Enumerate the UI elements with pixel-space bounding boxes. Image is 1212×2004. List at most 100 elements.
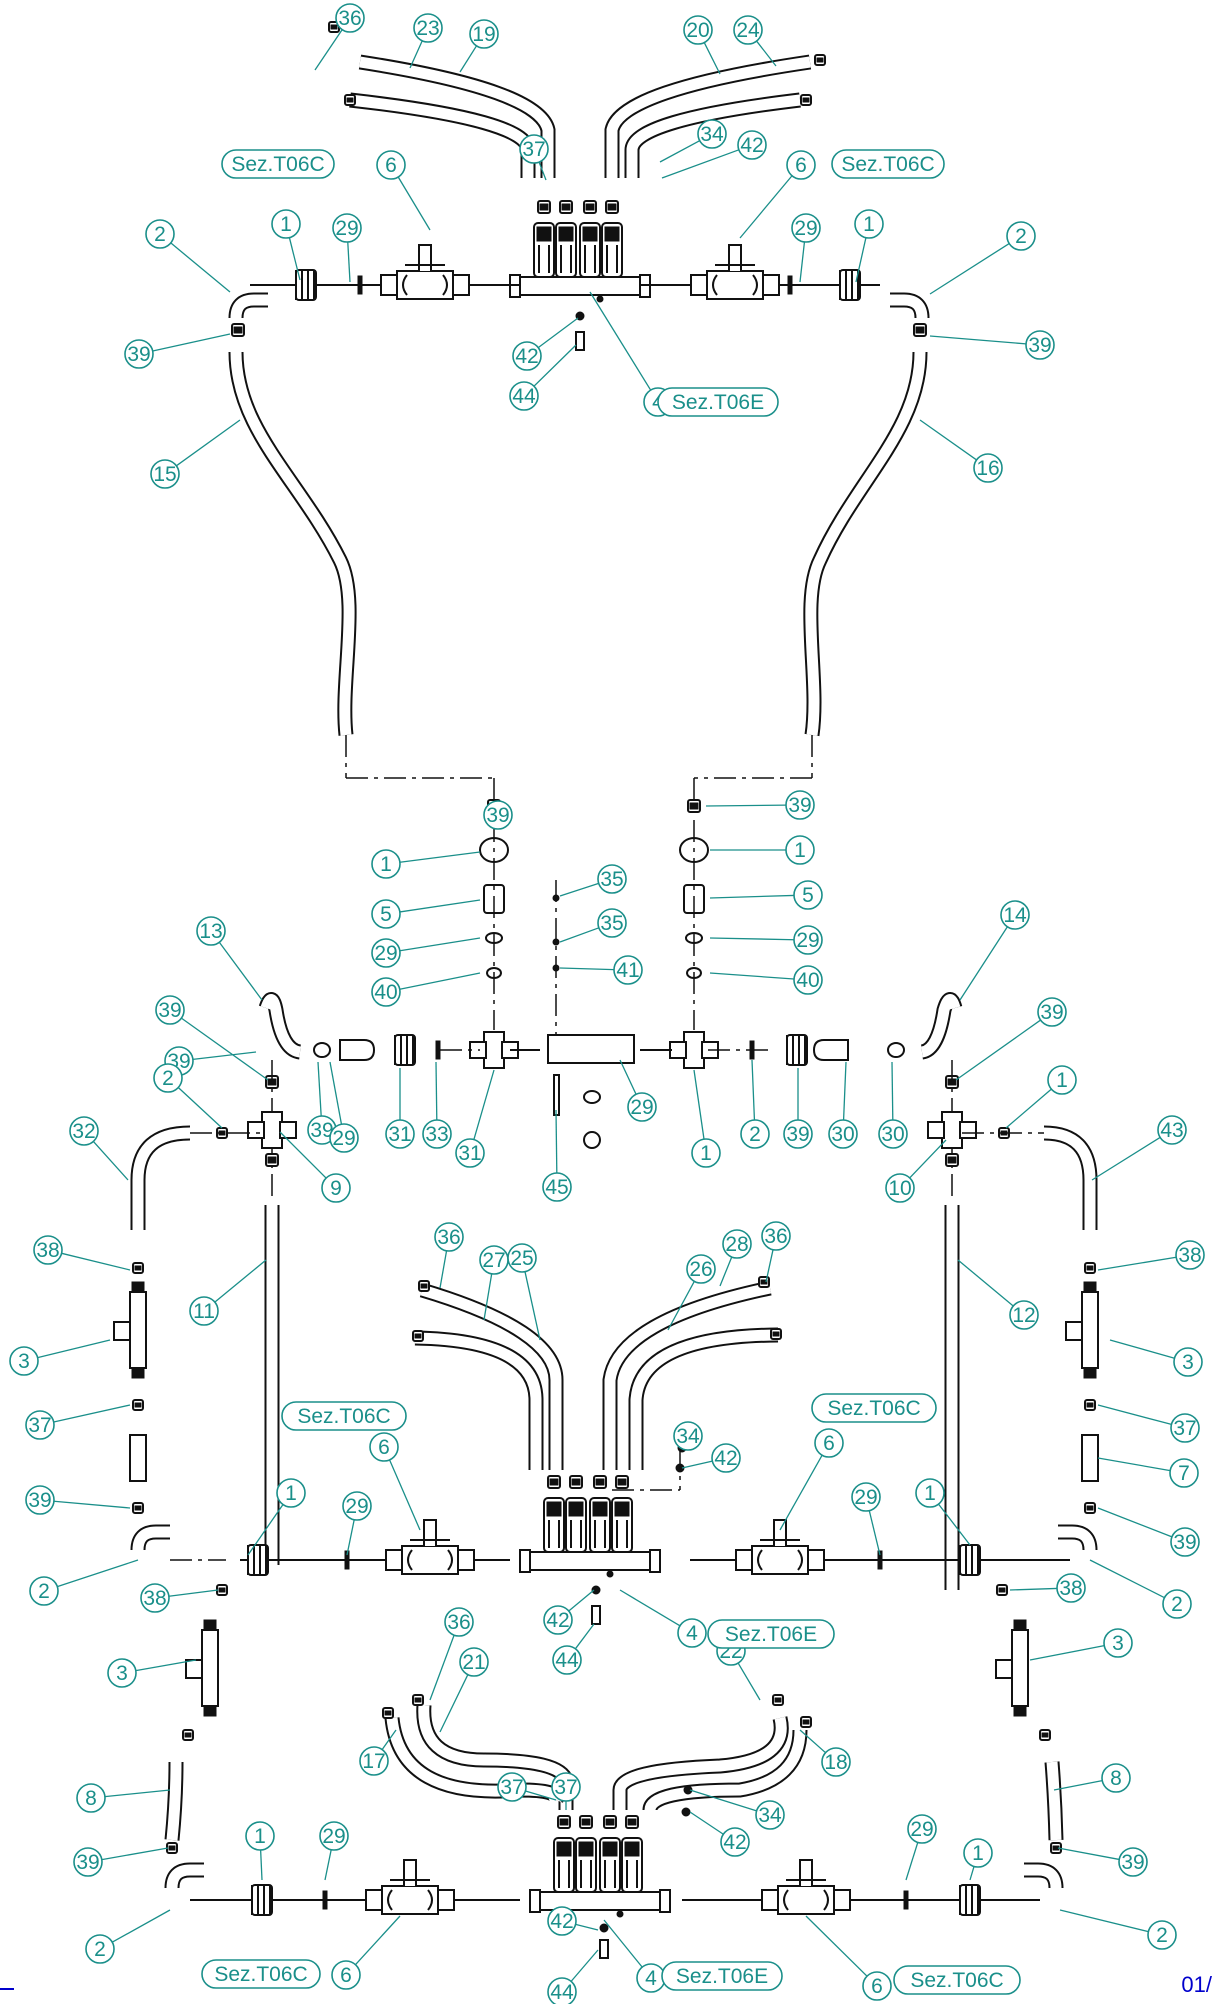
hose-inner xyxy=(230,351,355,736)
hose-inner xyxy=(420,1284,562,1470)
callout-balloon xyxy=(785,790,815,820)
callout-number: 43 xyxy=(1160,1119,1183,1142)
callout-balloon xyxy=(686,1254,716,1284)
ball xyxy=(596,295,604,303)
callout-balloon xyxy=(145,219,175,249)
callout-balloon xyxy=(321,1173,351,1203)
nut-fill xyxy=(218,1587,226,1593)
valve-end xyxy=(457,1549,475,1571)
callout-number: 12 xyxy=(1012,1304,1035,1327)
callout-leader xyxy=(314,29,343,71)
callout-leader xyxy=(555,1109,558,1174)
nut-fill xyxy=(1086,1402,1094,1408)
callout-number: 4 xyxy=(645,1967,657,1990)
nozzle xyxy=(812,1039,849,1061)
ball xyxy=(681,1807,691,1817)
hose-inner xyxy=(920,994,961,1058)
drawing-geometry xyxy=(113,21,1099,1959)
callout-leader xyxy=(909,1139,947,1179)
solenoid-cap xyxy=(604,226,620,242)
gasket xyxy=(903,1890,909,1910)
elbow-inner xyxy=(166,1864,204,1889)
callout-balloon xyxy=(483,800,513,830)
callout-number: 6 xyxy=(378,1436,390,1459)
callout-balloon xyxy=(791,213,821,243)
nut-fill xyxy=(168,1845,176,1851)
callout-balloon xyxy=(963,1838,993,1868)
callout-number: 42 xyxy=(723,1831,746,1854)
valve-stem xyxy=(418,244,432,271)
callout-balloon xyxy=(385,1119,415,1149)
callout-number: 44 xyxy=(550,1981,574,2004)
solenoid-cap xyxy=(568,1501,584,1517)
elbow-inner xyxy=(132,1526,170,1551)
callout-number: 42 xyxy=(550,1910,573,1933)
callout-leader xyxy=(101,1847,169,1861)
nut-fill xyxy=(772,1331,780,1337)
callout-balloon xyxy=(335,3,365,33)
callout-balloon xyxy=(785,835,815,865)
callout-leader xyxy=(92,1140,129,1181)
section-ref-box xyxy=(201,1959,321,1989)
callout-balloon xyxy=(1173,1347,1203,1377)
manifold-end xyxy=(659,1889,671,1913)
callout-leader xyxy=(354,1915,401,1966)
callout-balloon xyxy=(196,916,226,946)
elbow-inner xyxy=(890,294,928,319)
callout-leader xyxy=(559,882,599,897)
valve-wings xyxy=(757,1549,803,1571)
callout-balloon xyxy=(434,1222,464,1252)
gasket xyxy=(344,1550,350,1570)
page-edge-mark xyxy=(0,1988,14,1990)
callout-leader xyxy=(104,1789,171,1798)
callout-leader xyxy=(429,1634,455,1701)
page-number-label: 01/ xyxy=(1181,1972,1212,1997)
callout-leader xyxy=(175,419,241,467)
valve-end xyxy=(690,274,708,296)
callout-number: 29 xyxy=(854,1486,877,1509)
regulator-thread xyxy=(1013,1705,1027,1717)
callout-leader xyxy=(751,1059,756,1121)
callout-leader xyxy=(619,1059,637,1095)
callout-balloon xyxy=(793,965,823,995)
callout-balloon xyxy=(1101,1763,1131,1793)
ball xyxy=(591,1585,601,1595)
callout-leader xyxy=(1097,1404,1172,1426)
callout-leader xyxy=(397,176,431,231)
callout-leader xyxy=(739,175,793,239)
callout-number: 41 xyxy=(616,959,639,982)
callout-balloon xyxy=(371,938,401,968)
callout-leader xyxy=(703,42,721,75)
hose-inner xyxy=(132,1127,191,1230)
callout-leader xyxy=(969,1866,975,1881)
section-ref-text: Sez.T06C xyxy=(827,1397,920,1420)
callout-balloon xyxy=(276,1478,306,1508)
callout-balloon xyxy=(1047,1065,1077,1095)
callout-number: 20 xyxy=(686,19,709,42)
callout-number: 38 xyxy=(143,1587,166,1610)
regulator-port xyxy=(185,1659,203,1679)
callout-balloon xyxy=(455,1138,485,1168)
callout-leader xyxy=(399,937,481,952)
screw xyxy=(599,1939,609,1959)
callout-number: 8 xyxy=(1110,1767,1122,1790)
callout-leader xyxy=(559,927,600,943)
callout-balloon xyxy=(552,1645,582,1675)
callout-leader xyxy=(439,1250,448,1289)
callout-leader xyxy=(929,335,1027,345)
callout-balloon xyxy=(1157,1115,1187,1145)
o-ring xyxy=(583,1090,601,1104)
callout-balloon xyxy=(245,1821,275,1851)
callout-balloon xyxy=(1103,1628,1133,1658)
callout-number: 37 xyxy=(500,1776,523,1799)
callout-number: 29 xyxy=(796,929,819,952)
nut-fill xyxy=(539,203,549,211)
callout-leader xyxy=(570,1949,599,1982)
nut-fill xyxy=(134,1505,142,1511)
callout-leader xyxy=(938,1503,971,1546)
valve-end xyxy=(735,1549,753,1571)
callout-balloon xyxy=(1037,997,1067,1027)
callout-number: 2 xyxy=(1015,225,1027,248)
solenoid-cap xyxy=(592,1501,608,1517)
callout-balloon xyxy=(509,381,539,411)
